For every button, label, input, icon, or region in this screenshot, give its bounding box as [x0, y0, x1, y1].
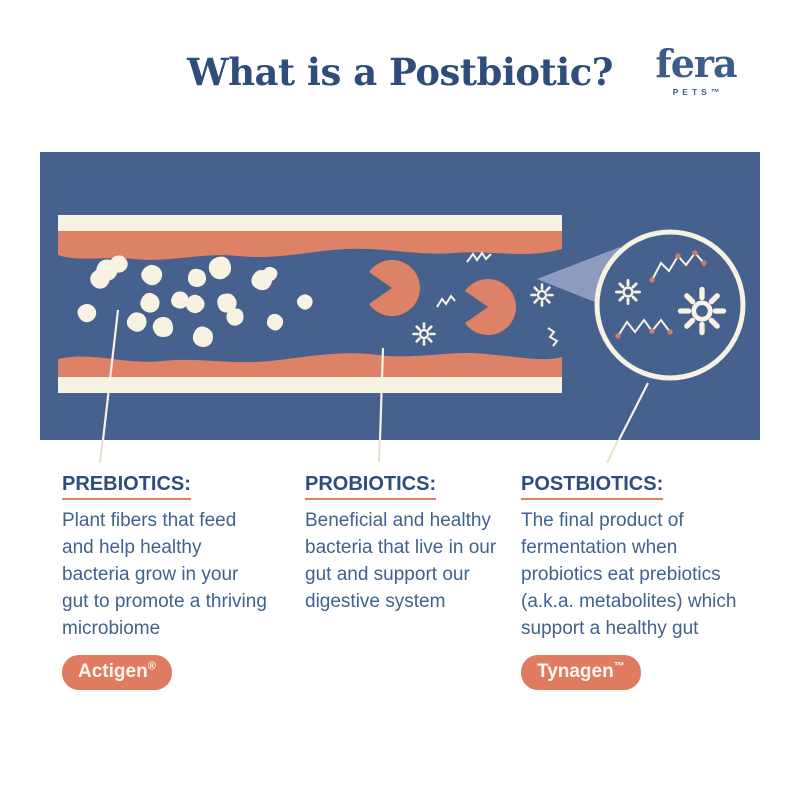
postbiotics-column: POSTBIOTICS: The final product of fermen… [521, 472, 766, 690]
bacteria-icon-1 [530, 283, 554, 307]
bacteria-icon-2 [412, 322, 436, 346]
gut-diagram [58, 215, 746, 440]
prebiotics-description: Plant fibers that feed and help healthy … [62, 510, 267, 639]
tynagen-badge-mark: ™ [613, 660, 625, 673]
actigen-badge: Actigen® [62, 655, 172, 690]
zigzag-molecule-2 [436, 294, 456, 308]
prebiotics-column: PREBIOTICS: Plant fibers that feed and h… [62, 472, 302, 690]
leader-line-postbiotics [618, 382, 649, 440]
leader-line-extensions [99, 440, 619, 464]
postbiotics-heading: POSTBIOTICS: [521, 472, 664, 500]
intestine-wall-outer-top [58, 215, 562, 231]
zigzag-molecule-1 [466, 251, 492, 263]
page-title: What is a Postbiotic? [187, 50, 613, 94]
zigzag-molecule-3 [547, 327, 559, 347]
magnifier-circle [594, 229, 746, 381]
actigen-badge-label: Actigen [78, 661, 148, 682]
probiotic-bacteria-2 [465, 279, 516, 335]
probiotics-column: PROBIOTICS: Beneficial and healthy bacte… [305, 472, 525, 615]
intestine-wall-outer-bottom [58, 377, 562, 393]
prebiotics-heading: PREBIOTICS: [62, 472, 191, 500]
postbiotics-description: The final product of fermentation when p… [521, 510, 737, 639]
leader-ext-postbiotics [606, 440, 619, 464]
gut-diagram-panel [40, 152, 760, 440]
leader-line-probiotics [378, 347, 385, 440]
probiotics-description: Beneficial and healthy bacteria that liv… [305, 510, 497, 612]
leader-ext-probiotics [378, 440, 381, 463]
metabolite-chain-bottom [615, 318, 673, 339]
brand-name: fera [655, 41, 737, 86]
prebiotic-fibers [74, 252, 316, 350]
probiotic-bacteria-1 [369, 260, 420, 316]
tynagen-badge-label: Tynagen [537, 661, 614, 682]
brand-logo: fera PETS™ [644, 41, 748, 98]
leader-line-prebiotics [101, 309, 120, 440]
tynagen-badge: Tynagen™ [521, 655, 641, 690]
intestine-wall-inner-bottom [58, 353, 562, 377]
actigen-badge-mark: ® [147, 660, 156, 673]
leader-ext-prebiotics [99, 440, 104, 464]
intestine-wall-inner-top [58, 231, 562, 260]
metabolite-chain-top [649, 250, 707, 283]
probiotics-heading: PROBIOTICS: [305, 472, 437, 500]
brand-subtitle: PETS™ [672, 87, 724, 97]
